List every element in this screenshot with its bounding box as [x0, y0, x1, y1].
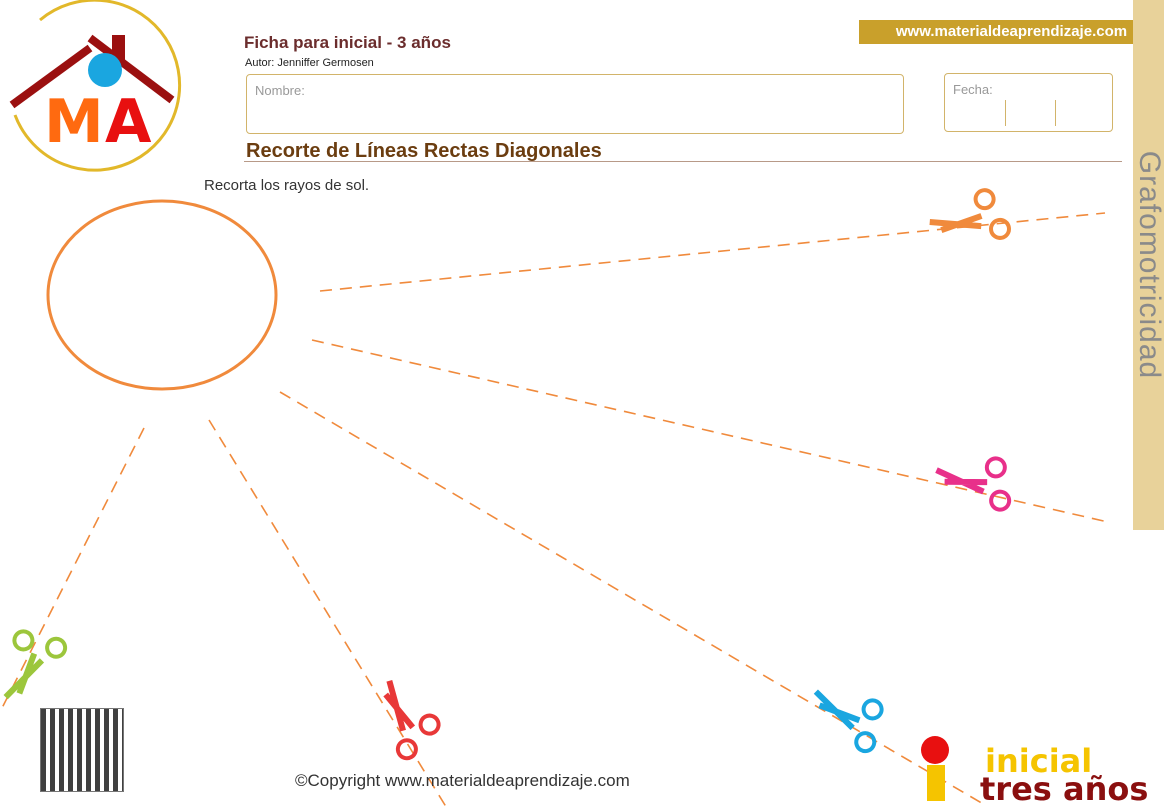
- qr-code: [40, 708, 124, 792]
- svg-text:A: A: [105, 87, 152, 157]
- scissors-icon: [383, 680, 441, 761]
- title-divider: [244, 161, 1122, 162]
- date-field[interactable]: Fecha:: [944, 73, 1113, 132]
- worksheet-subtitle: Ficha para inicial - 3 años: [244, 33, 451, 52]
- side-tab: Grafomotricidad: [1133, 0, 1164, 530]
- page-title: Recorte de Líneas Rectas Diagonales: [246, 140, 602, 162]
- author: Autor: Jenniffer Germosen: [245, 57, 374, 69]
- sun-ray-5: [0, 427, 145, 713]
- scissors-icon: [929, 188, 1012, 240]
- svg-text:M: M: [44, 87, 104, 157]
- logo: M A: [9, 0, 182, 172]
- brand-line1: inicial: [985, 742, 1093, 780]
- side-tab-label: Grafomotricidad: [1132, 150, 1164, 380]
- sun-ray-3: [279, 391, 986, 806]
- scissors-icon: [935, 456, 1012, 512]
- site-url-banner[interactable]: www.materialdeaprendizaje.com: [859, 20, 1164, 44]
- brand-logo: [921, 736, 949, 801]
- instruction: Recorta los rayos de sol.: [204, 177, 370, 194]
- copyright: ©Copyright www.materialdeaprendizaje.com: [295, 771, 630, 790]
- sun-ray-2: [311, 339, 1109, 523]
- name-field[interactable]: Nombre:: [246, 74, 904, 134]
- sun-circle: [46, 199, 278, 391]
- scissors-icon: [813, 689, 884, 754]
- sun-ray-1: [319, 212, 1106, 292]
- date-label: Fecha:: [953, 82, 993, 97]
- name-label: Nombre:: [255, 83, 305, 98]
- scissors-icon: [3, 629, 68, 700]
- sun-ray-4: [208, 419, 449, 810]
- brand-line2: tres años: [980, 770, 1149, 808]
